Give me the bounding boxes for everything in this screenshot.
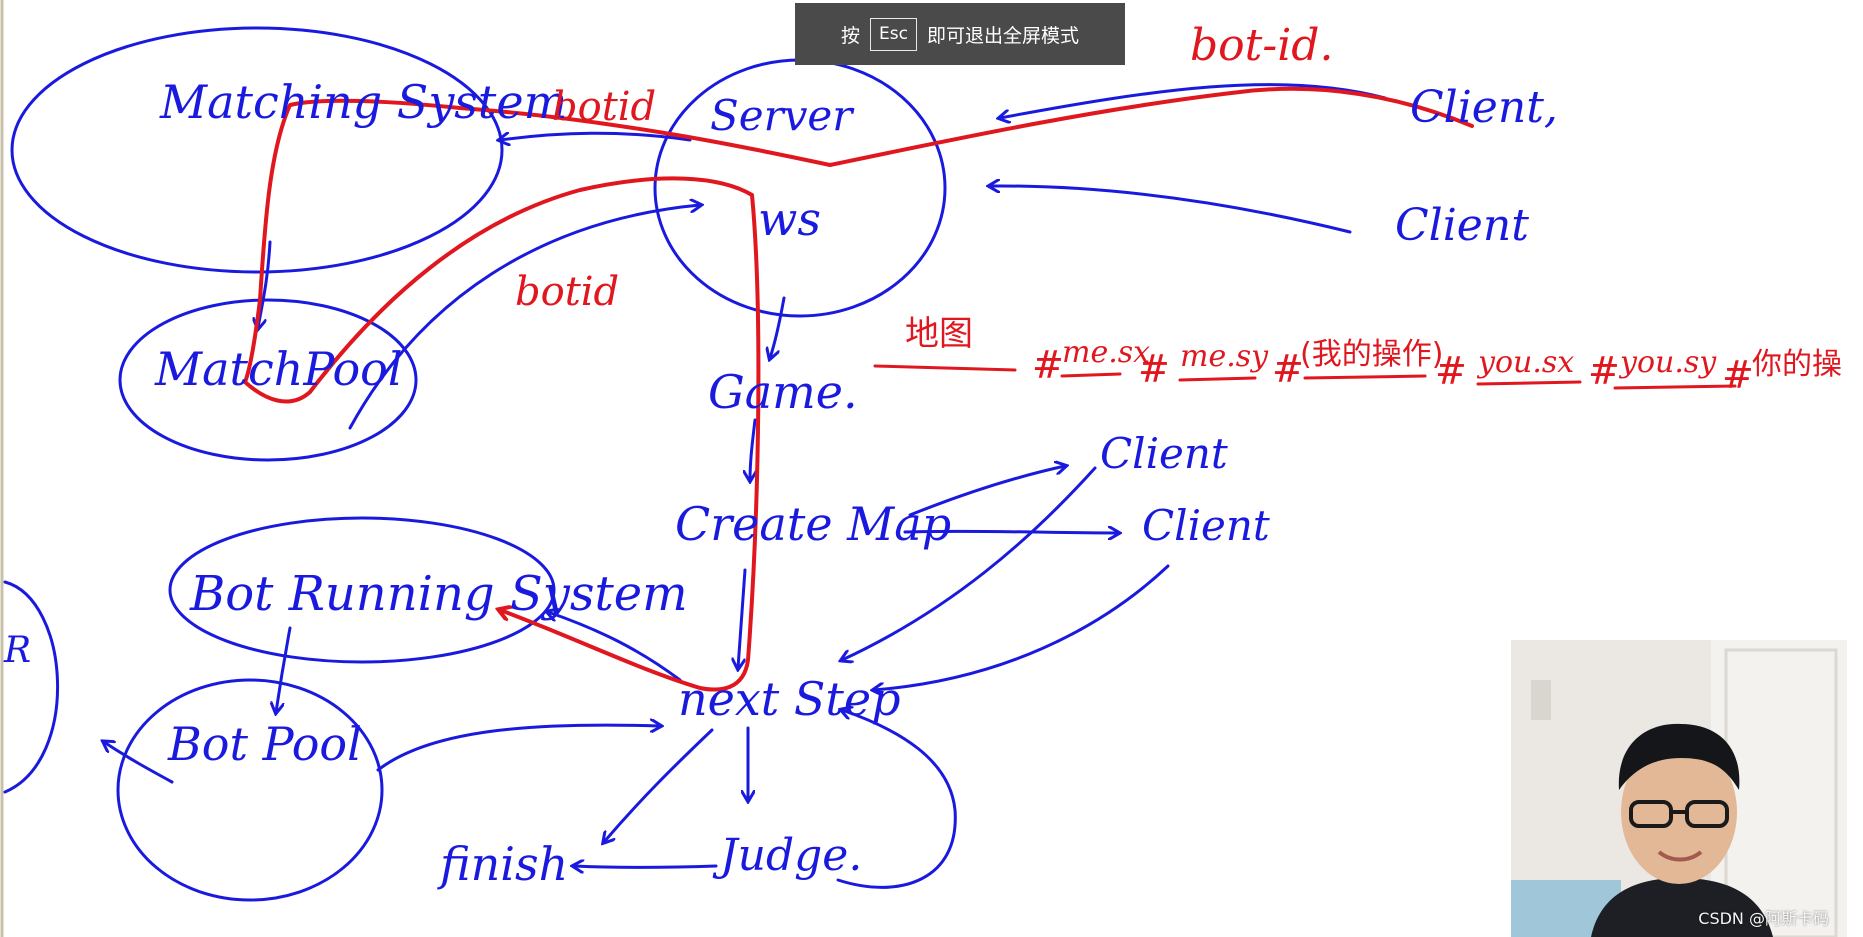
field-me-sx: me.sx [1062, 335, 1150, 370]
bot-id-top-label: bot-id. [1190, 20, 1333, 71]
webcam-overlay: CSDN @阿斯卡码 [1511, 640, 1847, 937]
sep-5: # [1588, 349, 1620, 393]
bot-pool-label: Bot Pool [167, 717, 362, 771]
ws-to-game-arrow [770, 296, 786, 358]
me-sx-underline [1060, 372, 1122, 378]
match-pool-label: MatchPool [154, 342, 403, 396]
field-me-sy: me.sy [1180, 339, 1269, 374]
game-label: Game. [708, 365, 858, 419]
sep-6: # [1722, 353, 1754, 397]
field-my-op: (我的操作) [1300, 337, 1443, 372]
nextstep-to-finish-arrow [604, 728, 714, 842]
finish-label: finish [437, 837, 568, 891]
bot-running-system-ellipse [168, 516, 556, 664]
client-a-to-nextstep-arrow [842, 466, 1097, 660]
botpool-to-nextstep-arrow [376, 725, 660, 772]
judge-loop-arrow [836, 710, 957, 889]
server-label: Server [710, 91, 855, 140]
client-a-label: Client [1100, 429, 1228, 478]
bot-id-label-1: botid [552, 84, 656, 130]
client-1-label: Client, [1410, 82, 1558, 133]
sep-1: # [1032, 343, 1064, 387]
next-step-label: next Step [678, 672, 901, 726]
create-map-label: Create Map [675, 497, 951, 551]
sep-3: # [1272, 347, 1304, 391]
createmap-to-nextstep-arrow [738, 568, 747, 668]
client1-to-server-arrow [1000, 83, 1387, 118]
you-sx-underline [1476, 380, 1582, 386]
left-edge-arc [3, 580, 59, 794]
ws-label: ws [758, 192, 821, 246]
createmap-to-client-a-arrow [908, 466, 1065, 517]
server-to-matching-arrow [500, 133, 692, 140]
client-b-label: Client [1142, 501, 1270, 550]
judge-label: Judge. [712, 830, 862, 881]
botrunning-to-botpool-arrow [276, 626, 292, 712]
toast-prefix: 按 [841, 24, 861, 47]
webcam-scene [1511, 640, 1847, 937]
client-b-to-nextstep-arrow [874, 564, 1170, 690]
toast-suffix: 即可退出全屏模式 [926, 24, 1079, 47]
judge-to-finish-arrow [574, 866, 718, 868]
createmap-to-client-b-arrow [903, 531, 1118, 533]
you-sy-underline [1613, 384, 1737, 390]
sep-2: # [1138, 347, 1170, 391]
game-to-createmap-arrow [750, 418, 755, 480]
red-bot-id-path [243, 86, 1474, 692]
bot-running-system-label: Bot Running System [189, 566, 688, 622]
my-op-underline [1303, 374, 1427, 380]
pool-to-ws-arrow [348, 205, 700, 430]
match-pool-ellipse [118, 298, 418, 462]
map-note-label: 地图 [905, 314, 973, 354]
esc-key-badge: Esc [870, 17, 917, 51]
fullscreen-exit-toast: 按 Esc 即可退出全屏模式 [795, 3, 1125, 65]
wall-switch [1531, 680, 1551, 720]
botpool-to-left-arrow [104, 742, 174, 784]
field-you-sx: you.sx [1476, 345, 1574, 380]
field-your-op: 你的操 [1752, 347, 1842, 382]
client2-to-server-arrow [990, 186, 1352, 234]
bot-pool-ellipse [116, 678, 384, 902]
sep-4: # [1435, 349, 1467, 393]
matching-to-pool-arrow [258, 240, 272, 328]
bot-id-label-2: botid [515, 269, 619, 315]
map-note-underline [873, 364, 1017, 372]
me-sy-underline [1178, 376, 1257, 382]
matching-system-ellipse [10, 26, 504, 274]
watermark-text: CSDN @阿斯卡码 [1698, 909, 1829, 928]
field-you-sy: you.sy [1618, 345, 1717, 380]
presenter-figure [1591, 723, 1773, 937]
left-edge-fragment: R [3, 630, 31, 671]
matching-system-label: Matching System [159, 75, 567, 129]
nextstep-to-botrunning-arrow [548, 612, 682, 682]
client-2-label: Client [1395, 200, 1529, 251]
